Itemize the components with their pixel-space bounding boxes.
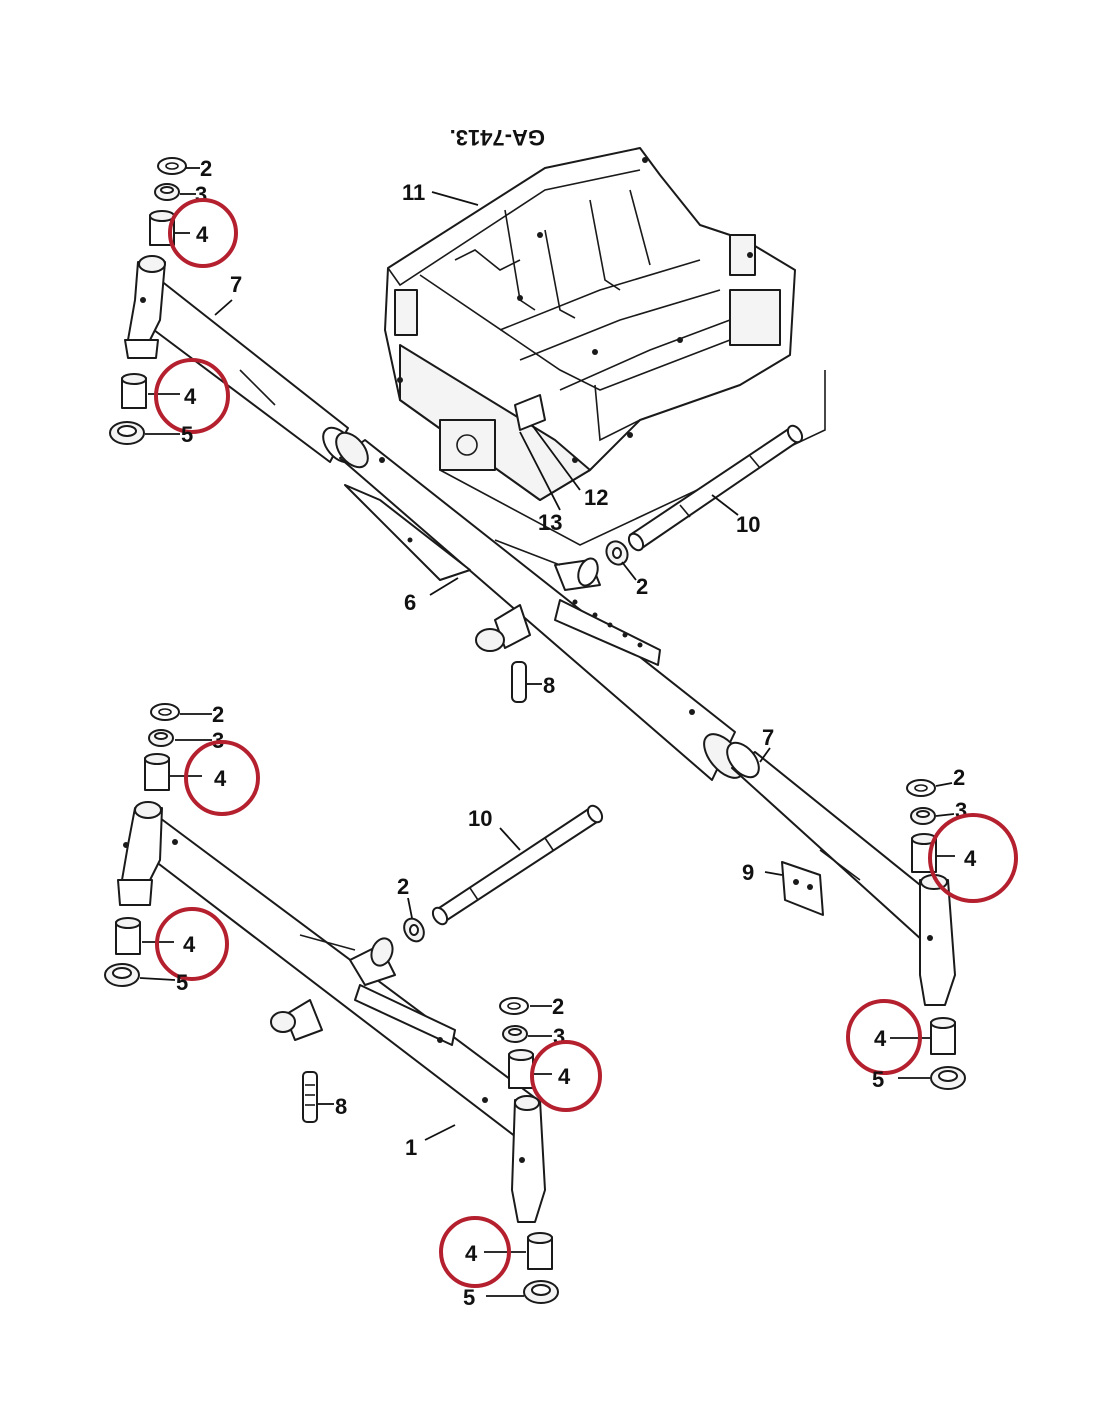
bushing-4-r-bottom — [930, 1017, 956, 1055]
seal-3-lm — [502, 1025, 528, 1043]
washer-2-lm — [499, 997, 529, 1015]
seal-3-ul — [154, 183, 180, 201]
callout-8-lower: 8 — [335, 1094, 347, 1119]
callout-12: 12 — [584, 485, 608, 510]
callout-2-mid: 2 — [636, 574, 648, 599]
lock-plate-12 — [514, 394, 546, 431]
shaft-10-upper — [627, 424, 804, 552]
callout-2-lm: 2 — [552, 994, 564, 1019]
callout-1: 1 — [405, 1135, 417, 1160]
callout-2-ll: 2 — [212, 702, 224, 727]
washer-2-lower-mid — [403, 917, 425, 943]
callout-3-ul: 3 — [195, 182, 207, 207]
callout-4: 4 — [964, 846, 977, 871]
seal-5-lm — [523, 1280, 559, 1304]
shaft-10-lower — [431, 804, 604, 926]
highlight-circle — [168, 198, 238, 268]
highlight-circle — [155, 907, 229, 981]
frame-housing-11 — [384, 147, 796, 501]
axle-7-right — [726, 741, 956, 1006]
callout-10-lower: 10 — [468, 806, 492, 831]
callout-8-upper: 8 — [543, 673, 555, 698]
bushing-4-ul-bottom — [121, 373, 147, 409]
callout-2-r: 2 — [953, 765, 965, 790]
callout-2-ul: 2 — [200, 156, 212, 181]
callout-5-ll: 5 — [176, 970, 188, 995]
seal-3-r — [910, 807, 936, 825]
seal-5-r — [930, 1066, 966, 1090]
bushing-4-ll-top — [144, 753, 170, 791]
center-beam-6 — [335, 431, 745, 781]
callout-9: 9 — [742, 860, 754, 885]
seal-5-ul — [109, 421, 145, 445]
washer-2-r — [906, 779, 936, 797]
pin-8-upper — [511, 661, 527, 703]
callout-6: 6 — [404, 590, 416, 615]
washer-2-ul — [157, 157, 187, 175]
bushing-4-lm-bottom — [527, 1232, 553, 1270]
callout-5-r: 5 — [872, 1067, 884, 1092]
washer-2-ll — [150, 703, 180, 721]
plate-9 — [781, 861, 824, 916]
seal-3-ll — [148, 729, 174, 747]
callout-4: 4 — [196, 222, 209, 247]
highlight-circle — [184, 740, 260, 816]
bushing-4-ll-bottom — [115, 917, 141, 955]
callout-7-upper-left: 7 — [230, 272, 242, 297]
highlight-circle — [154, 358, 230, 434]
callout-4: 4 — [874, 1026, 887, 1051]
highlight-circle — [928, 813, 1018, 903]
callout-5-lm: 5 — [463, 1285, 475, 1310]
pin-8-lower — [302, 1071, 318, 1123]
axle-7-left — [124, 255, 356, 464]
callout-4: 4 — [214, 766, 227, 791]
highlight-circle — [530, 1040, 602, 1112]
callout-7-right: 7 — [762, 725, 774, 750]
callout-5-ul: 5 — [181, 422, 193, 447]
callout-4: 4 — [184, 384, 197, 409]
callout-4: 4 — [465, 1241, 478, 1266]
highlight-circle — [439, 1216, 511, 1288]
washer-2-mid — [605, 540, 629, 566]
seal-5-ll — [104, 963, 140, 987]
lower-beam-1 — [117, 801, 546, 1223]
callout-13: 13 — [538, 510, 562, 535]
bushing-4-lm-top — [508, 1049, 534, 1089]
drawing-code: GA-7413. — [450, 125, 545, 150]
callout-11: 11 — [402, 180, 425, 205]
callout-2-lower-mid: 2 — [397, 874, 409, 899]
callout-4: 4 — [183, 932, 196, 957]
callout-10-upper: 10 — [736, 512, 760, 537]
callout-4: 4 — [558, 1064, 571, 1089]
highlight-circle — [846, 999, 922, 1075]
